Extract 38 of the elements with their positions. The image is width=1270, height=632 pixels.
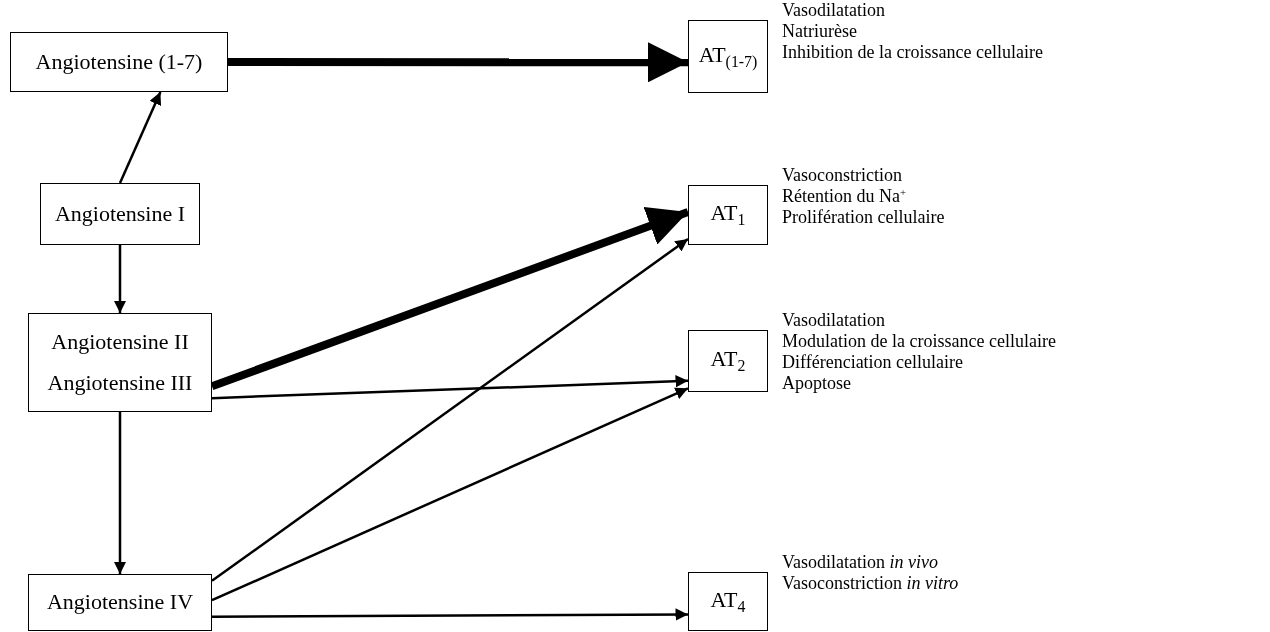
peptide-box	[10, 32, 228, 92]
receptor-box	[688, 572, 768, 631]
peptide-label: Angiotensine III	[47, 370, 193, 395]
arrow	[210, 206, 690, 390]
effect-text: Vasodilatation	[782, 310, 886, 331]
peptide-label: Angiotensine (1-7)	[35, 49, 203, 75]
arrow	[118, 91, 162, 184]
arrow	[228, 42, 688, 83]
arrow	[212, 608, 688, 621]
peptide-label: Angiotensine II	[51, 330, 189, 355]
effect-text: Prolifération cellulaire	[782, 207, 945, 228]
peptide-label: Angiotensine I	[54, 201, 186, 227]
effect-text: Différenciation cellulaire	[782, 352, 965, 373]
peptide-box	[28, 313, 212, 412]
effect-text: Vasodilatation in vivo	[782, 552, 939, 573]
peptide-label: Angiotensine IV	[47, 590, 193, 615]
effect-text: Natriurèse	[782, 21, 858, 42]
arrow	[211, 238, 689, 582]
effect-text: Vasodilatation	[782, 0, 886, 21]
receptor-label: AT$_{(1-7)}$	[698, 42, 758, 71]
receptor-label: AT$_{1}$	[710, 201, 746, 229]
receptor-box	[688, 20, 768, 93]
receptor-box	[688, 330, 768, 392]
effect-text: Vasoconstriction in vitro	[782, 573, 959, 594]
effect-text: Inhibition de la croissance cellulaire	[782, 42, 1043, 63]
arrow	[211, 387, 689, 602]
arrow	[113, 245, 127, 313]
effect-text: Rétention du Na$^{+}$	[782, 186, 908, 207]
effect-text: Apoptose	[782, 373, 852, 394]
effect-text: Modulation de la croissance cellulaire	[782, 331, 1056, 352]
receptor-box	[688, 185, 768, 245]
receptor-label: AT$_{2}$	[710, 347, 746, 375]
peptide-box	[28, 574, 212, 631]
peptide-box	[40, 183, 200, 245]
arrow	[211, 375, 689, 400]
effect-text: Vasoconstriction	[782, 165, 903, 186]
receptor-label: AT$_{4}$	[710, 587, 746, 616]
arrow	[113, 412, 127, 574]
